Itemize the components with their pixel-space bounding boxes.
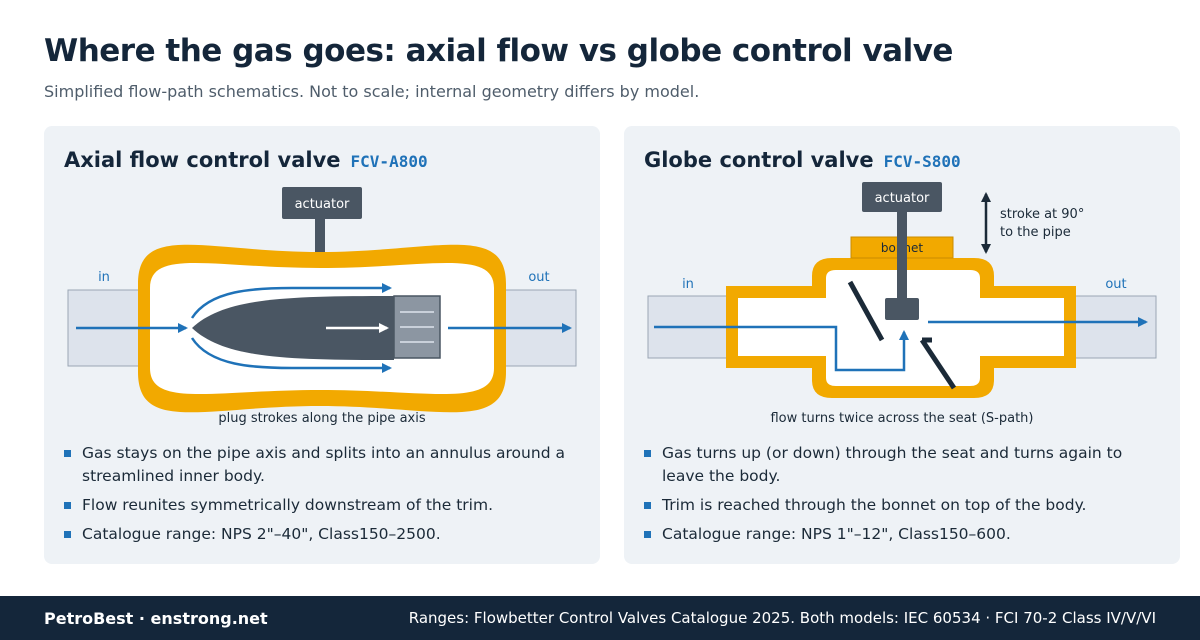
axial-caption: plug strokes along the pipe axis [218,411,425,426]
axial-bullet-list: Gas stays on the pipe axis and splits in… [64,442,584,552]
axial-out-label: out [528,270,549,285]
globe-seat-partition-lower [919,338,957,390]
axial-actuator-label: actuator [295,197,350,212]
globe-in-label: in [682,277,694,292]
axial-flow-arrow-lower [190,337,392,373]
axial-flow-arrow-upper [190,283,392,319]
list-item: Gas stays on the pipe axis and splits in… [64,442,584,488]
globe-stroke-label-line2: to the pipe [1000,225,1071,240]
axial-valve-diagram: actuator in out plug strokes along the p… [67,187,577,426]
bullet-marker [64,450,71,457]
globe-outlet-pipe [1069,295,1157,359]
globe-model-code: FCV-S800 [883,152,961,171]
axial-valve-panel: Axial flow control valve FCV-A800 actuato… [44,126,600,564]
bullet-marker [644,502,651,509]
globe-panel-title: Globe control valve [644,148,874,172]
axial-panel-header: Axial flow control valve FCV-A800 [64,148,428,172]
axial-panel-title: Axial flow control valve [64,148,341,172]
axial-in-label: in [98,270,110,285]
globe-bullet-list: Gas turns up (or down) through the seat … [644,442,1164,552]
bullet-marker [644,450,651,457]
list-item: Trim is reached through the bonnet on to… [644,494,1164,517]
page-title: Where the gas goes: axial flow vs globe … [44,33,953,69]
list-item: Flow reunites symmetrically downstream o… [64,494,584,517]
globe-actuator-label: actuator [875,191,930,206]
globe-out-label: out [1105,277,1126,292]
globe-actuator [862,182,942,212]
axial-actuator [282,187,362,219]
axial-inner-body [192,296,394,360]
globe-stem [897,212,907,298]
list-item: Catalogue range: NPS 2"–40", Class150–25… [64,523,584,546]
footer-source-note: Ranges: Flowbetter Control Valves Catalo… [408,609,1156,627]
list-item: Gas turns up (or down) through the seat … [644,442,1164,488]
globe-flow-cavity [738,270,1064,386]
axial-actuator-stem [315,218,325,256]
globe-stroke-label-line1: stroke at 90° [1000,207,1084,222]
footer-brand: PetroBest · enstrong.net [44,609,268,628]
footer-bar: PetroBest · enstrong.net Ranges: Flowbet… [0,596,1200,640]
axial-model-code: FCV-A800 [350,152,428,171]
globe-s-path-flow-arrow [654,325,909,372]
globe-seat-partition-upper [847,280,885,342]
globe-plug [885,298,919,320]
globe-valve-diagram: bonnet actuator stroke at 90° to the pip… [647,182,1157,426]
bullet-marker [644,531,651,538]
globe-caption: flow turns twice across the seat (S-path… [770,411,1033,426]
list-item: Catalogue range: NPS 1"–12", Class150–60… [644,523,1164,546]
bullet-marker [64,502,71,509]
globe-valve-panel: Globe control valve FCV-S800 bonnet actua… [624,126,1180,564]
bullet-marker [64,531,71,538]
globe-panel-header: Globe control valve FCV-S800 [644,148,961,172]
page-subtitle: Simplified flow-path schematics. Not to … [44,82,700,101]
